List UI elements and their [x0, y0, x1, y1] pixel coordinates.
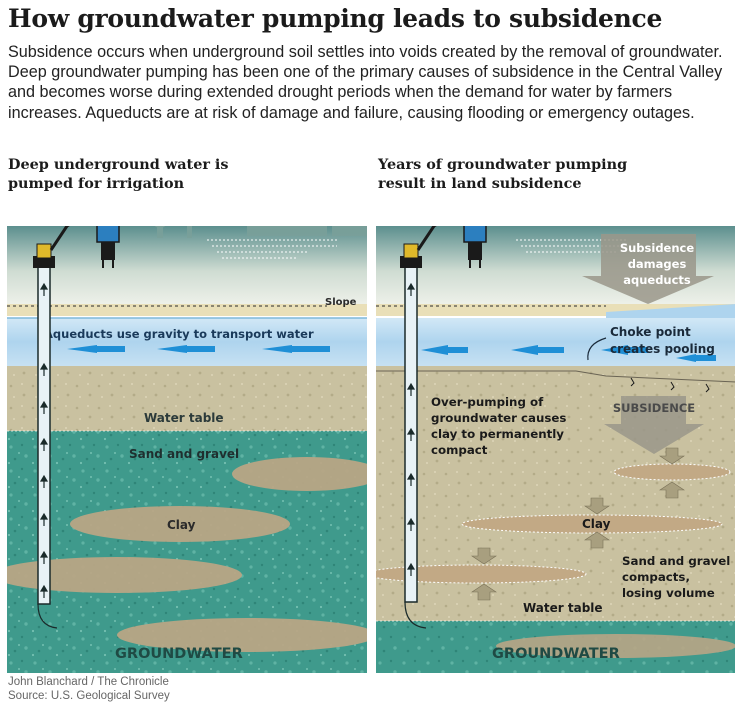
left-panel-diagram: Slope Aqueducts use gravity to transport…	[7, 226, 367, 673]
choke-point-pointer	[587, 337, 607, 361]
subsidence-damage-arrow: Subsidence damages aqueducts	[582, 234, 714, 304]
over-pumping-line-3: clay to permanently	[431, 427, 564, 441]
clay-lens	[232, 457, 367, 491]
flow-arrows	[67, 345, 330, 353]
clay-lens	[70, 506, 290, 542]
aqueduct-label: Aqueducts use gravity to transport water	[44, 327, 314, 341]
over-pumping-line-4: compact	[431, 443, 488, 457]
clay-lens	[7, 557, 242, 593]
subsidence-damages-line-3: aqueducts	[623, 273, 691, 287]
pipe-arrows	[39, 282, 49, 598]
page-title: How groundwater pumping leads to subside…	[8, 4, 663, 33]
sky	[7, 226, 367, 308]
sand-gravel-line-1: Sand and gravel	[622, 554, 730, 568]
sand-gravel-line-2: compacts,	[622, 570, 690, 584]
water-table-label: Water table	[144, 411, 224, 425]
farm-silhouette	[154, 226, 367, 238]
crop-rows	[516, 239, 626, 253]
pipe-arrows	[406, 282, 416, 576]
clay-lens	[613, 463, 731, 481]
intro-paragraph: Subsidence occurs when underground soil …	[8, 43, 723, 122]
clay-lens	[376, 564, 587, 584]
author-credit: John Blanchard / The Chronicle	[8, 676, 169, 688]
choke-point-line-1: Choke point	[610, 325, 691, 339]
sand-gravel-label: Sand and gravel	[129, 447, 239, 461]
water-table-label: Water table	[523, 601, 603, 615]
groundwater-label: GROUNDWATER	[492, 646, 620, 662]
subsidence-damages-line-2: damages	[628, 257, 687, 271]
flow-arrows	[421, 345, 716, 362]
over-pumping-line-2: groundwater causes	[431, 411, 566, 425]
groundwater-label: GROUNDWATER	[115, 646, 243, 662]
slope-label: Slope	[325, 297, 357, 308]
clay-lens	[117, 618, 367, 652]
clay-lens	[496, 634, 735, 658]
aqueduct-water	[376, 318, 735, 366]
compaction-arrows	[471, 447, 685, 601]
right-panel-heading: Years of groundwater pumping result in l…	[378, 156, 628, 192]
pump-icon	[33, 226, 120, 268]
right-panel-diagram: Subsidence damages aqueducts Choke point…	[376, 226, 735, 673]
sand-gravel-line-3: losing volume	[622, 586, 715, 600]
left-panel-heading: Deep underground water is pumped for irr…	[8, 156, 229, 192]
pump-icon	[400, 226, 487, 268]
subsidence-damages-line-1: Subsidence	[620, 241, 695, 255]
subsidence-arrow: SUBSIDENCE	[604, 396, 704, 454]
aqueduct-water	[7, 318, 367, 366]
crack-marks	[630, 377, 710, 393]
sand-layer	[7, 366, 367, 431]
subsidence-label: SUBSIDENCE	[613, 401, 695, 415]
source-credit: Source: U.S. Geological Survey	[8, 690, 170, 702]
choke-point-line-2: creates pooling	[610, 342, 715, 356]
crop-rows	[207, 239, 337, 259]
over-pumping-line-1: Over-pumping of	[431, 395, 544, 409]
clay-label: Clay	[582, 517, 611, 531]
clay-lens	[461, 514, 723, 534]
clay-label: Clay	[167, 518, 196, 532]
